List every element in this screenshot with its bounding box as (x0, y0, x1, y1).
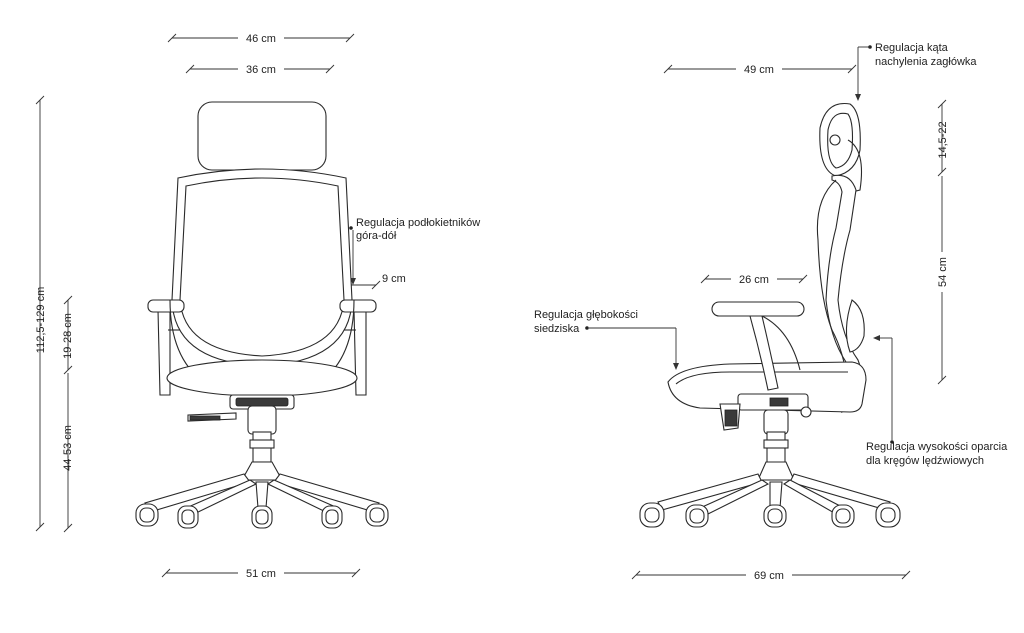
front-chair-drawing (135, 101, 389, 529)
dim-base-depth: 69 cm (631, 567, 911, 583)
annotation-headrest-tilt: Regulacja kąta nachylenia zagłówka (855, 42, 977, 101)
label-54cm: 54 cm (937, 257, 949, 287)
headrest-tilt-line2: nachylenia zagłówka (875, 56, 977, 68)
side-casters (639, 502, 901, 528)
headrest-tilt-line1: Regulacja kąta (875, 42, 949, 54)
dim-headrest-outer: 46 cm (167, 30, 355, 46)
label-headrest-range: 14,5-22 (937, 121, 949, 158)
label-seat-height: 44-53 cm (62, 425, 74, 471)
dim-seat-height: 44-53 cm (62, 373, 74, 533)
label-9cm: 9 cm (382, 273, 406, 285)
armrest-adjust-line2: góra-dół (356, 230, 397, 242)
lumbar-line1: Regulacja wysokości oparcia (866, 441, 1008, 453)
dim-armrest-depth: 26 cm (700, 271, 808, 287)
side-chair-drawing (639, 102, 901, 528)
dim-depth-top: 49 cm (663, 61, 857, 77)
dim-total-height: 112,5-129 cm (35, 95, 47, 532)
label-armrest-range: 19-28 cm (62, 313, 74, 359)
annotation-lumbar: Regulacja wysokości oparcia dla kręgów l… (866, 335, 1008, 467)
seat-depth-line1: Regulacja głębokości (534, 309, 638, 321)
annotation-seat-depth: Regulacja głębokości siedziska (534, 309, 679, 370)
label-49cm: 49 cm (744, 64, 774, 76)
label-46cm: 46 cm (246, 33, 276, 45)
side-view: 49 cm Regulacja kąta nachylenia zagłówka… (534, 42, 1008, 583)
label-36cm: 36 cm (246, 64, 276, 76)
label-51cm: 51 cm (246, 568, 276, 580)
dim-headrest-inner: 36 cm (185, 61, 335, 77)
label-total-height: 112,5-129 cm (35, 287, 47, 353)
dim-base-width: 51 cm (161, 565, 361, 581)
annotation-armrest-adjust: Regulacja podłokietników góra-dół (349, 217, 480, 285)
lumbar-line2: dla kręgów lędźwiowych (866, 455, 984, 467)
label-69cm: 69 cm (754, 570, 784, 582)
dim-headrest-range: 14,5-22 (937, 99, 949, 177)
seat-depth-line2: siedziska (534, 323, 580, 335)
front-view: 46 cm 36 cm 112,5-129 cm 19-28 cm 44 (35, 30, 480, 581)
armrest-adjust-line1: Regulacja podłokietników (356, 217, 480, 229)
dim-back-height: 54 cm (934, 176, 950, 385)
front-casters (135, 503, 389, 529)
label-26cm: 26 cm (739, 274, 769, 286)
dim-armrest-range: 19-28 cm (62, 295, 74, 375)
